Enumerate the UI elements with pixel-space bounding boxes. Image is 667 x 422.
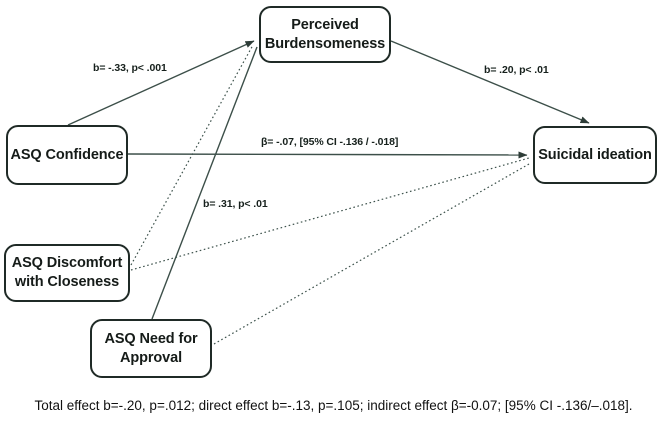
figure-caption: Total effect b=-.20, p=.012; direct effe… bbox=[34, 398, 633, 413]
edge-label-burdensomeness-to-suicidal: b= .20, p< .01 bbox=[484, 64, 549, 76]
edge-label-need-to-burdensomeness: b= .31, p< .01 bbox=[203, 198, 268, 210]
node-perceived-burdensomeness: Perceived Burdensomeness bbox=[259, 6, 391, 63]
node-asq-need-for-approval: ASQ Need for Approval bbox=[90, 319, 212, 378]
edge-label-confidence-to-burdensomeness: b= -.33, p< .001 bbox=[93, 62, 167, 74]
edge-need-to-suicidal bbox=[213, 163, 530, 345]
node-asq-discomfort-closeness: ASQ Discomfort with Closeness bbox=[4, 244, 130, 302]
edge-label-confidence-to-suicidal: β= -.07, [95% CI -.136 / -.018] bbox=[261, 136, 399, 148]
edge-need-to-burdensomeness bbox=[151, 46, 258, 320]
edge-discomfort-to-suicidal bbox=[130, 157, 530, 271]
edge-confidence-to-burdensomeness bbox=[67, 40, 255, 126]
edge-burdensomeness-to-suicidal bbox=[390, 40, 590, 124]
node-suicidal-ideation: Suicidal ideation bbox=[533, 126, 657, 184]
node-asq-confidence: ASQ Confidence bbox=[6, 125, 128, 185]
edge-confidence-to-suicidal bbox=[127, 151, 528, 159]
edge-discomfort-to-burdensomeness bbox=[130, 44, 254, 266]
